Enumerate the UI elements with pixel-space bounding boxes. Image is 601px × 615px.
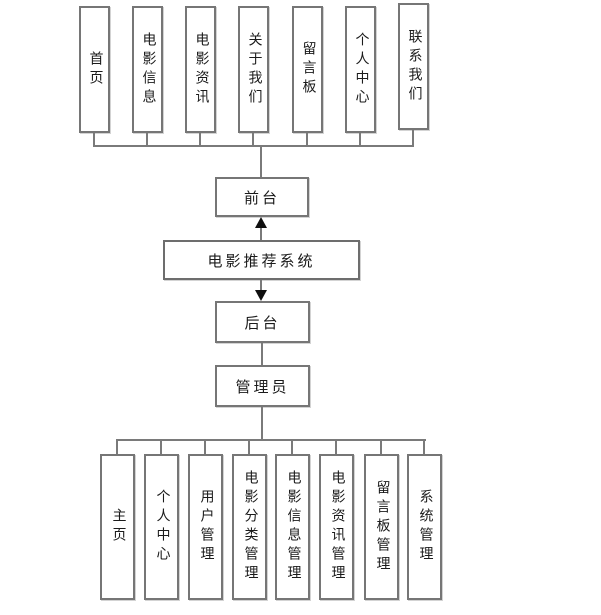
tree-connector [359, 133, 361, 145]
node-label: 电影资讯管理 [329, 470, 345, 584]
node-movie-news: 电影资讯 [185, 6, 216, 133]
node-label: 管理员 [235, 379, 290, 396]
tree-connector-bus [116, 439, 426, 441]
tree-connector [93, 133, 95, 145]
node-label: 系统管理 [417, 489, 433, 565]
arrow-shaft [260, 228, 262, 240]
node-label: 留言板管理 [374, 479, 390, 575]
node-system-management: 系统管理 [407, 454, 442, 600]
node-frontend: 前台 [215, 177, 309, 217]
node-home: 首页 [79, 6, 110, 133]
node-movie-category-management: 电影分类管理 [232, 454, 267, 600]
tree-connector [291, 441, 293, 454]
node-label: 个人中心 [353, 31, 369, 108]
tree-connector [116, 441, 118, 454]
tree-connector [423, 441, 425, 454]
tree-connector [306, 133, 308, 145]
node-label: 后台 [244, 315, 281, 332]
tree-connector [261, 407, 263, 439]
node-personal-center-admin: 个人中心 [144, 454, 179, 600]
tree-connector [146, 133, 148, 145]
node-personal-center: 个人中心 [345, 6, 376, 133]
node-main-page: 主页 [100, 454, 135, 600]
arrow-down-icon [255, 290, 267, 301]
node-label: 电影信息 [140, 31, 156, 108]
tree-connector [380, 441, 382, 454]
tree-connector [412, 130, 414, 145]
node-label: 个人中心 [154, 489, 170, 565]
node-about-us: 关于我们 [238, 6, 269, 133]
arrow-shaft [260, 280, 262, 290]
tree-connector [252, 133, 254, 145]
node-label: 联系我们 [406, 28, 422, 105]
node-label: 留言板 [300, 41, 316, 98]
tree-connector [248, 441, 250, 454]
node-label: 电影推荐系统 [207, 253, 316, 270]
node-label: 前台 [243, 190, 280, 207]
arrow-up-icon [255, 217, 267, 228]
node-system-root: 电影推荐系统 [163, 240, 360, 280]
node-movie-news-management: 电影资讯管理 [319, 454, 354, 600]
node-movie-info: 电影信息 [132, 6, 163, 133]
node-label: 首页 [87, 50, 103, 89]
node-message-board-management: 留言板管理 [364, 454, 399, 600]
tree-connector [160, 441, 162, 454]
tree-connector [260, 147, 262, 177]
tree-connector [261, 343, 263, 365]
node-admin: 管理员 [215, 365, 310, 407]
node-label: 主页 [110, 508, 126, 546]
node-backend: 后台 [215, 301, 310, 343]
node-label: 电影信息管理 [285, 470, 301, 584]
tree-connector [199, 133, 201, 145]
tree-connector-bus [93, 145, 414, 147]
node-contact-us: 联系我们 [398, 3, 429, 130]
node-label: 关于我们 [246, 31, 262, 108]
node-message-board: 留言板 [292, 6, 323, 133]
node-label: 用户管理 [198, 489, 214, 565]
node-user-management: 用户管理 [188, 454, 223, 600]
node-movie-info-management: 电影信息管理 [275, 454, 310, 600]
node-label: 电影分类管理 [242, 470, 258, 584]
node-label: 电影资讯 [193, 31, 209, 108]
tree-connector [204, 441, 206, 454]
tree-connector [335, 441, 337, 454]
